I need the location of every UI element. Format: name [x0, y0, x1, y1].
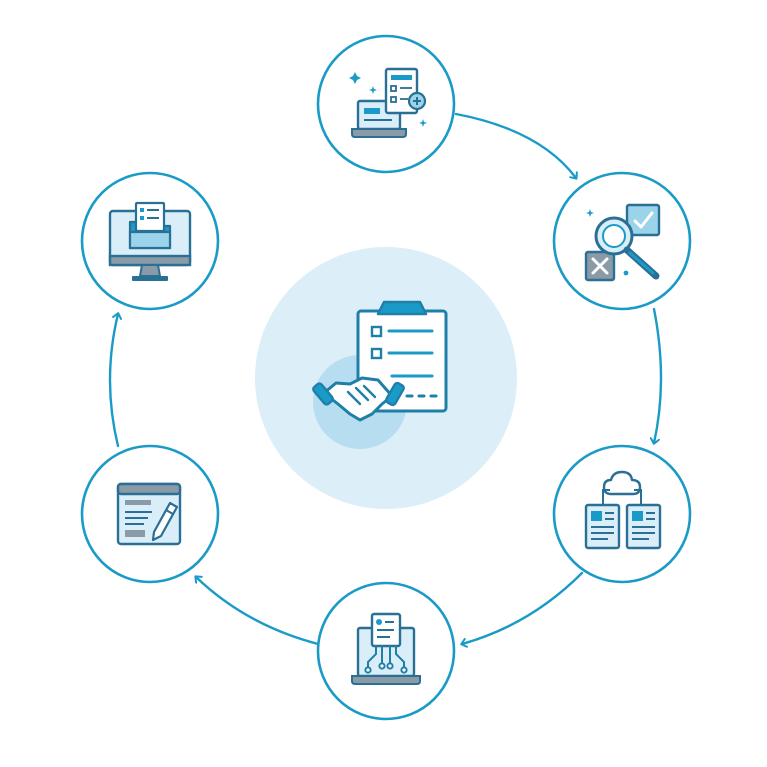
- laptop-circuit-icon: [351, 612, 421, 685]
- node-top: [316, 34, 456, 174]
- clipboard-handshake-icon: [312, 300, 448, 422]
- arrow-top-to-upper-right: [454, 112, 576, 178]
- connectors: [108, 112, 663, 646]
- magnifier-check-icon: [584, 203, 661, 282]
- cloud-documents-icon: [584, 470, 662, 550]
- arrow-lower-left-to-upper-left: [108, 314, 118, 448]
- center-hub: [255, 247, 517, 509]
- arrow-upper-right-to-lower-right: [654, 307, 663, 443]
- node-lower-left: [80, 444, 220, 584]
- laptop-checklist-icon: [349, 67, 427, 138]
- node-bottom: [316, 581, 456, 721]
- browser-pencil-icon: [116, 482, 182, 546]
- node-upper-left: [80, 171, 220, 311]
- arrow-lower-right-to-bottom: [462, 571, 584, 644]
- monitor-folder-icon: [108, 201, 192, 281]
- node-upper-right: [552, 171, 692, 311]
- arrow-bottom-to-lower-left: [196, 577, 320, 646]
- node-lower-right: [552, 444, 692, 584]
